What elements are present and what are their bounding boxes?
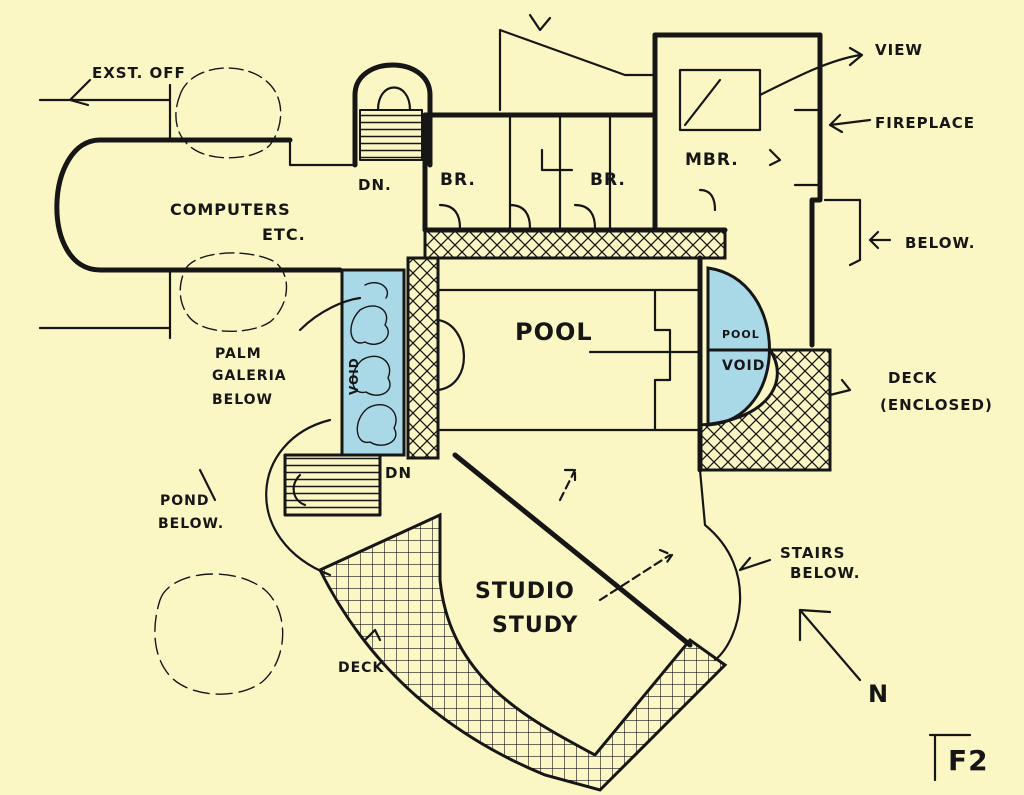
label-palm: PALM [215,346,262,362]
label-computers-etc: ETC. [262,225,306,244]
master-bedroom-wing [652,32,823,348]
label-pond: POND [160,493,210,509]
central-hatch-band [406,256,440,460]
pond-edge [265,418,332,577]
label-void-left: VOID [347,357,361,395]
label-pool-void-1: POOL [722,328,760,341]
label-br-1: BR. [440,170,476,190]
label-enclosed: (ENCLOSED) [880,396,993,414]
top-stair [352,62,433,168]
plan-labels: EXST. OFF VIEW FIREPLACE COMPUTERS ETC. … [92,41,993,777]
label-galeria-below: BELOW [212,392,273,408]
label-deck-enclosed: DECK [888,369,938,387]
north-arrow [798,608,862,682]
label-exst-off: EXST. OFF [92,64,186,82]
label-dn-top: DN. [358,176,392,194]
label-galeria: GALERIA [212,368,287,384]
label-below-right: BELOW. [905,234,975,252]
studio-study [317,452,742,792]
sheet-mark [928,733,972,782]
label-view: VIEW [875,41,923,59]
enclosed-deck [697,255,832,473]
annotation-leaders [68,13,892,642]
label-deck: DECK [338,660,384,676]
label-stairs-below: BELOW. [790,564,860,582]
upper-corridor-hatch [423,228,727,260]
label-sheet-number: F2 [948,744,989,777]
label-north: N [868,680,889,708]
lower-stair [283,453,382,517]
label-studio: STUDIO [475,579,575,604]
label-fireplace: FIREPLACE [875,114,975,132]
label-mbr: MBR. [685,150,739,170]
label-br-2: BR. [590,170,626,190]
label-pool-void-2: VOID [722,358,765,374]
label-pool: POOL [515,318,593,346]
computers-room [38,83,357,340]
label-dn-bottom: DN [385,464,412,482]
label-pond-below: BELOW. [158,516,224,532]
label-computers: COMPUTERS [170,200,291,219]
pool [436,288,702,432]
label-study: STUDY [492,613,578,638]
label-stairs: STAIRS [780,544,845,562]
